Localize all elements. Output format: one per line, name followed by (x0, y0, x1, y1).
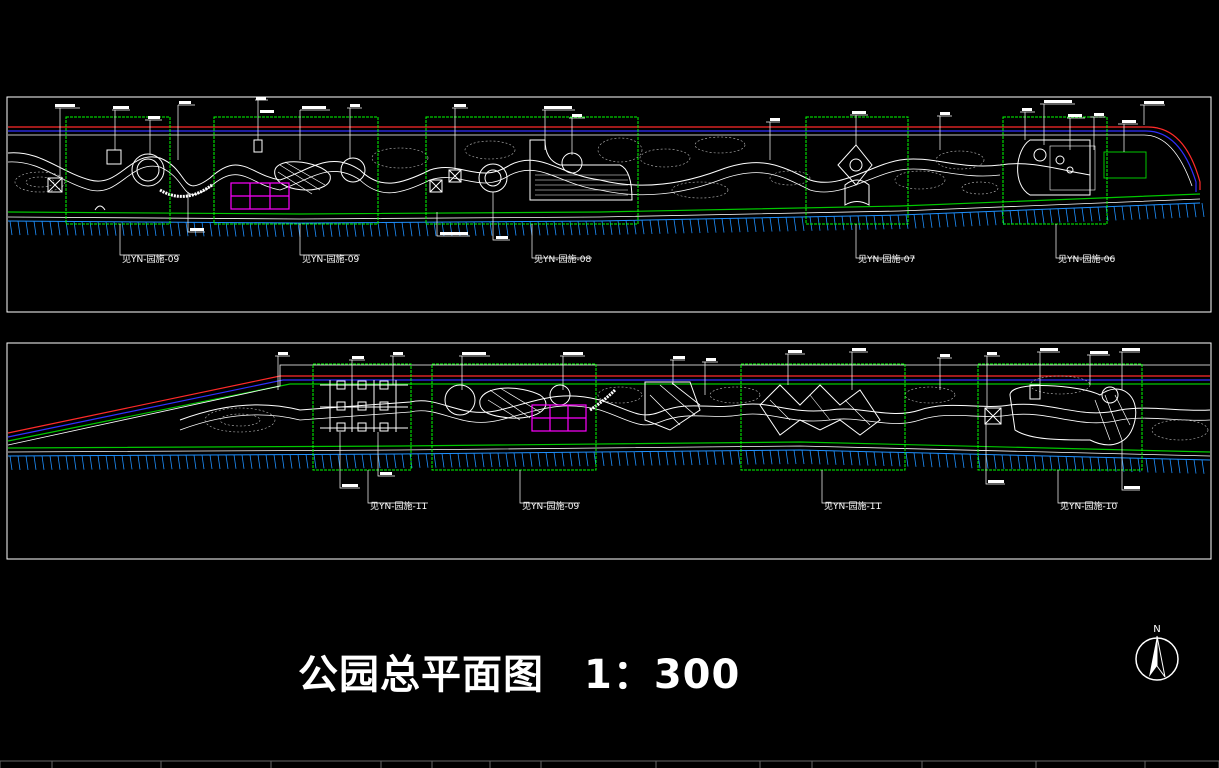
lower-callout-2: 见YN-园施-09 (522, 500, 579, 512)
lower-features (320, 380, 1137, 446)
lower-strip: 见YN-园施-11 见YN-园施-09 见YN-园施-11 见YN-园施-10 (6, 342, 1212, 560)
upper-blue-boundary (8, 130, 1197, 192)
lower-garden-path (179, 395, 1211, 421)
lower-revetment-hatch (9, 449, 1205, 474)
upper-callout-3: 见YN-园施-08 (534, 253, 591, 265)
upper-white-shore (7, 198, 1201, 220)
upper-garden-path-edge (7, 161, 1001, 196)
upper-contours (14, 136, 999, 199)
upper-detail-boxes (65, 116, 1108, 225)
drawing-scale: 1：300 (584, 652, 741, 698)
upper-callout-2: 见YN-园施-09 (302, 253, 359, 265)
upper-leaders (55, 99, 1165, 259)
lower-tiny-labels (278, 348, 1140, 489)
upper-callout-5: 见YN-园施-06 (1058, 253, 1115, 265)
lower-green-shore (7, 441, 1211, 453)
lower-blue-boundary (7, 379, 1210, 438)
lower-callouts: 见YN-园施-11 见YN-园施-09 见YN-园施-11 见YN-园施-10 (370, 500, 1117, 512)
north-label: N (1153, 624, 1160, 635)
upper-tiny-labels (55, 97, 1164, 239)
lower-blue-shore (7, 449, 1211, 461)
lower-garden-path-edge (179, 405, 1211, 431)
upper-garden-path (7, 152, 1091, 187)
upper-strip: 见YN-园施-09 见YN-园施-09 见YN-园施-08 见YN-园施-07 … (6, 96, 1212, 313)
upper-white-boundary (8, 134, 1193, 187)
bottom-ruler (0, 760, 1219, 768)
lower-white-boundary (7, 364, 1210, 446)
upper-blue-shore (7, 202, 1201, 224)
upper-callout-4: 见YN-园施-07 (858, 253, 915, 265)
drawing-title: 公园总平面图 1：300 (298, 642, 740, 700)
lower-leaders (275, 351, 1140, 504)
north-arrow-icon: N (1135, 624, 1179, 681)
drawing-title-text: 公园总平面图 (298, 652, 544, 698)
upper-strip-frame (6, 96, 1212, 313)
lower-callout-4: 见YN-园施-10 (1060, 500, 1117, 512)
lower-white-shore (7, 445, 1211, 457)
upper-red-boundary (8, 126, 1201, 190)
lower-magenta-court (531, 404, 587, 432)
upper-green-pool (1103, 151, 1147, 179)
lower-callout-1: 见YN-园施-11 (370, 500, 427, 512)
lower-green-boundary (7, 383, 1210, 442)
lower-detail-boxes (312, 363, 1143, 471)
upper-callout-1: 见YN-园施-09 (122, 253, 179, 265)
upper-green-shore (7, 193, 1201, 215)
upper-magenta-court (230, 182, 290, 210)
upper-features (47, 139, 1096, 211)
upper-callouts: 见YN-园施-09 见YN-园施-09 见YN-园施-08 见YN-园施-07 … (122, 253, 1115, 265)
lower-callout-3: 见YN-园施-11 (824, 500, 881, 512)
lower-strip-frame (6, 342, 1212, 560)
